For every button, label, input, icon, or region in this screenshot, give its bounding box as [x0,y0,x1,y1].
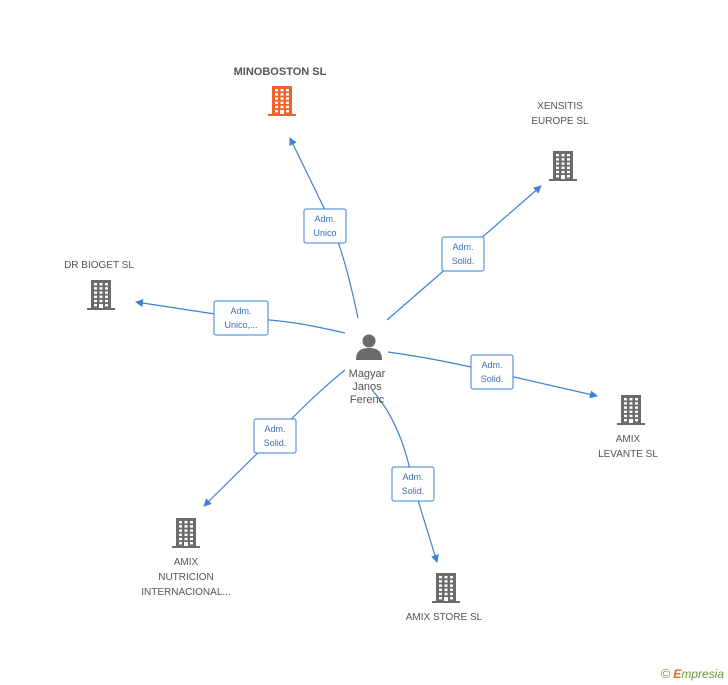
building-icon [268,86,296,116]
company-label: DR BIOGET SL [64,260,134,271]
role-badge-amixstore[interactable]: Adm. Solid. [391,466,435,502]
building-icon [432,573,460,603]
company-node-amixlevante[interactable]: AMIX LEVANTE SL [598,395,658,460]
role-text: Solid. [452,256,475,266]
company-node-amixstore[interactable]: AMIX STORE SL [406,573,483,623]
company-label: NUTRICION [158,572,214,583]
copyright-icon: © [660,666,671,681]
role-badge-amixlevante[interactable]: Adm. Solid. [470,354,514,390]
role-text: Adm. [230,306,251,316]
role-text: Solid. [402,486,425,496]
company-node-amixnutricion[interactable]: AMIX NUTRICION INTERNACIONAL... [141,518,231,598]
person-icon [356,334,382,360]
building-icon [172,518,200,548]
person-name-line: Janos [352,381,382,393]
company-node-drbioget[interactable]: DR BIOGET SL [64,260,134,310]
company-label: XENSITIS [537,101,583,112]
brand-watermark: ©Empresia [661,666,724,681]
building-icon [87,280,115,310]
company-node-minoboston[interactable]: MINOBOSTON SL [234,66,327,116]
role-text: Unico,... [224,320,257,330]
person-name-line: Ferenc [350,394,385,406]
role-text: Adm. [402,472,423,482]
building-icon [549,151,577,181]
company-label: EUROPE SL [531,116,589,127]
building-icon [617,395,645,425]
brand-name: mpresia [681,667,724,681]
company-label: AMIX [174,557,199,568]
role-text: Solid. [481,374,504,384]
role-text: Adm. [481,360,502,370]
role-badge-drbioget[interactable]: Adm. Unico,... [213,300,269,336]
company-node-xensitis[interactable]: XENSITIS EUROPE SL [531,101,589,181]
brand-initial: E [673,667,682,681]
company-label: MINOBOSTON SL [234,66,327,78]
role-badge-amixnutricion[interactable]: Adm. Solid. [253,418,297,454]
role-badge-xensitis[interactable]: Adm. Solid. [441,236,485,272]
role-text: Solid. [264,438,287,448]
company-label: AMIX STORE SL [406,612,483,623]
role-badge-minoboston[interactable]: Adm. Unico [303,208,347,244]
role-text: Unico [313,228,336,238]
role-text: Adm. [452,242,473,252]
company-label: LEVANTE SL [598,449,658,460]
person-name-line: Magyar [349,368,386,380]
role-text: Adm. [314,214,335,224]
company-label: AMIX [616,434,641,445]
company-label: INTERNACIONAL... [141,587,230,598]
role-text: Adm. [264,424,285,434]
